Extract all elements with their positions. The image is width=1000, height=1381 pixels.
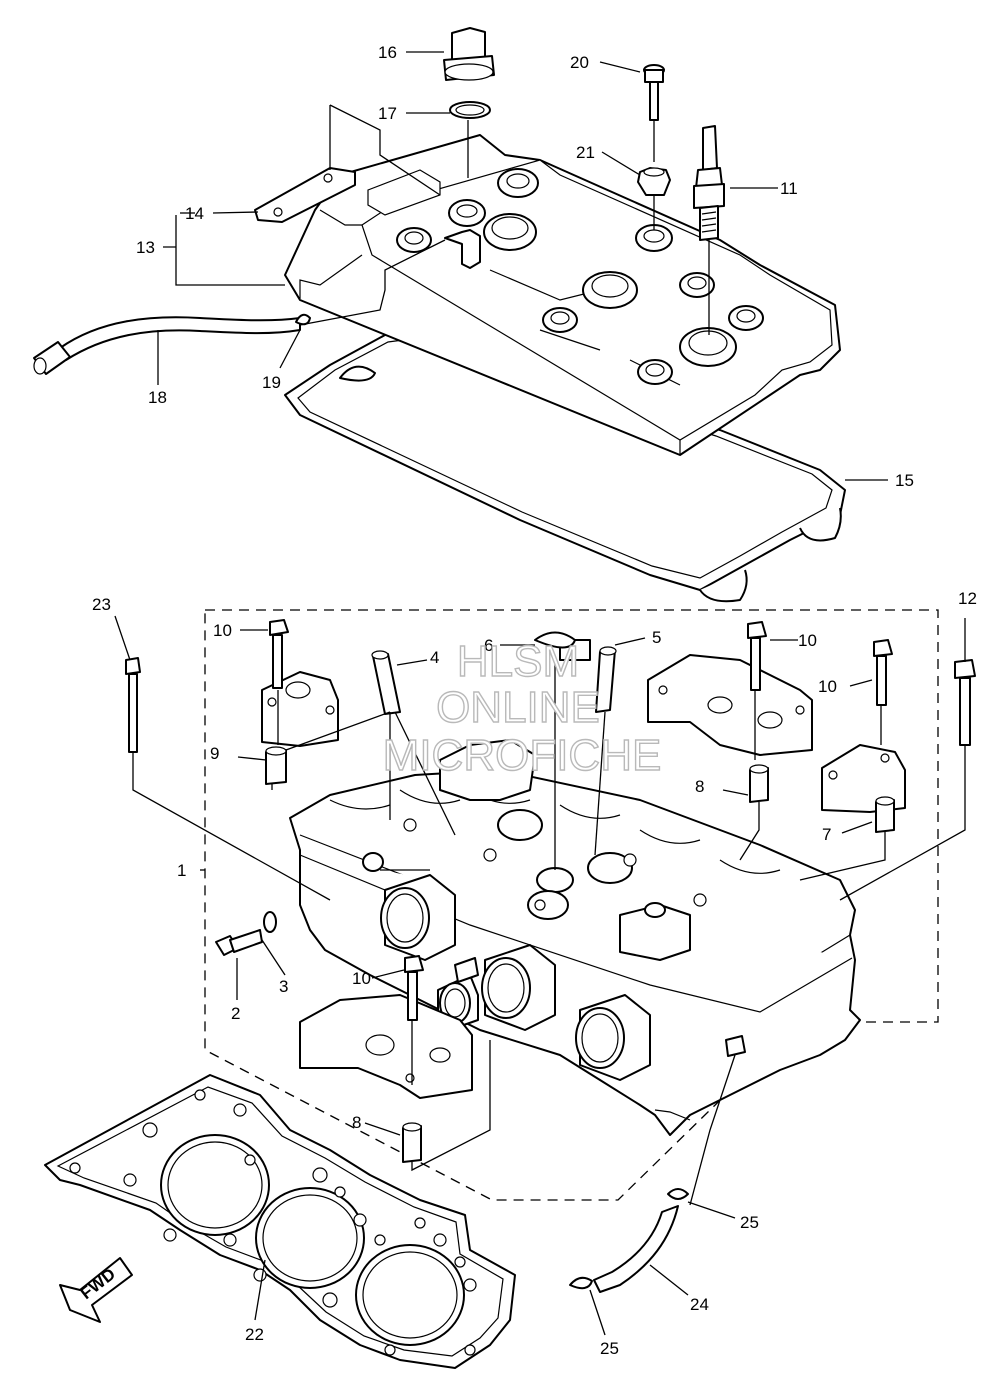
callout-23: 23 (92, 595, 111, 614)
watermark: HLSM ONLINE MICROFICHE (382, 636, 662, 780)
callout-25a: 25 (740, 1213, 759, 1232)
cam-cap-bolt-4 (404, 955, 424, 1021)
camshaft-cap-left-top (261, 671, 339, 747)
callout-4: 4 (430, 648, 439, 667)
cam-cap-bolt-1 (269, 619, 289, 689)
callout-15: 15 (895, 471, 914, 490)
watermark-line-1: HLSM (457, 637, 579, 686)
spark-plug (693, 125, 725, 250)
oil-filler-cap (443, 27, 495, 81)
hose-clip (295, 313, 311, 326)
callout-10c: 10 (818, 677, 837, 696)
callout-14: 14 (185, 204, 204, 223)
assembly-outline (204, 609, 939, 1201)
callout-8b: 8 (352, 1113, 361, 1132)
callout-21: 21 (576, 143, 595, 162)
callout-24: 24 (690, 1295, 709, 1314)
callout-12: 12 (958, 589, 977, 608)
callout-16: 16 (378, 43, 397, 62)
callout-11: 11 (780, 179, 798, 198)
callout-5: 5 (652, 628, 661, 647)
cylinder-head (289, 631, 861, 1136)
dowel-pin-7 (875, 796, 895, 833)
callout-10b: 10 (798, 631, 817, 650)
callout-labels: 16 17 20 21 11 14 13 19 18 15 23 12 10 6… (92, 43, 977, 1358)
head-bolt-stud (125, 657, 141, 753)
camshaft-cap-right (821, 744, 906, 813)
forward-direction-arrow: FWD (59, 1257, 133, 1323)
callout-13: 13 (136, 238, 155, 257)
water-hose (593, 1205, 679, 1293)
cover-grommet (637, 167, 671, 196)
callout-3: 3 (279, 977, 288, 996)
dowel-pin-8-upper (749, 764, 769, 803)
bolt-2 (215, 929, 263, 956)
callout-8a: 8 (695, 777, 704, 796)
callout-17: 17 (378, 104, 397, 123)
callout-18: 18 (148, 388, 167, 407)
callout-25b: 25 (600, 1339, 619, 1358)
stud-pin-4 (371, 650, 401, 715)
callout-1: 1 (177, 861, 186, 880)
camshaft-cap-right-top (647, 654, 813, 756)
callout-20: 20 (570, 53, 589, 72)
hose-clamp-upper (667, 1188, 689, 1200)
callout-19: 19 (262, 373, 281, 392)
leader-lines (114, 51, 966, 1336)
washer-3 (263, 911, 277, 933)
callout-9: 9 (210, 744, 219, 763)
camshaft-cap-bottom (299, 994, 473, 1099)
dowel-pin-8-lower (402, 1122, 422, 1163)
hose-clamp-lower (569, 1276, 593, 1290)
callout-22: 22 (245, 1325, 264, 1344)
callout-7: 7 (822, 825, 831, 844)
watermark-line-3: MICROFICHE (383, 731, 662, 780)
callout-2: 2 (231, 1004, 240, 1023)
callout-10d: 10 (352, 969, 371, 988)
dowel-pin-9 (265, 746, 287, 785)
stud-pin-5 (595, 646, 617, 713)
breather-hose (33, 316, 301, 375)
cylinder-head-gasket (44, 1074, 516, 1369)
head-cover-gasket (284, 329, 846, 603)
watermark-line-2: ONLINE (436, 683, 600, 732)
cover-bolt (643, 64, 665, 121)
callout-10a: 10 (213, 621, 232, 640)
cam-cap-bolt-3 (873, 639, 893, 706)
callout-6: 6 (484, 636, 493, 655)
head-bolt-long (954, 659, 976, 746)
o-ring (449, 101, 491, 119)
cam-cap-bolt-2 (747, 621, 767, 691)
cylinder-head-cover (284, 134, 841, 456)
